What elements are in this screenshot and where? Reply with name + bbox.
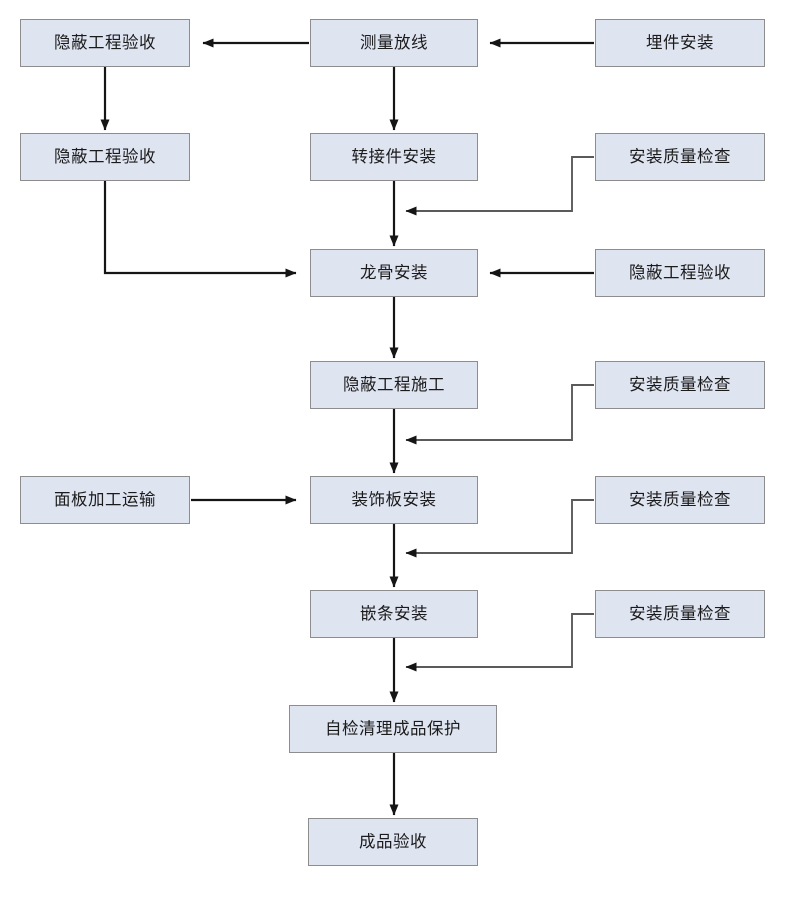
node-quality-check-2[interactable]: 安装质量检查 bbox=[595, 361, 765, 409]
node-quality-check-3[interactable]: 安装质量检查 bbox=[595, 476, 765, 524]
node-adapter-installation[interactable]: 转接件安装 bbox=[310, 133, 478, 181]
node-quality-check-4[interactable]: 安装质量检查 bbox=[595, 590, 765, 638]
node-label: 龙骨安装 bbox=[360, 262, 428, 282]
node-label: 成品验收 bbox=[359, 831, 427, 851]
node-trim-strip-installation[interactable]: 嵌条安装 bbox=[310, 590, 478, 638]
node-decorative-panel-install[interactable]: 装饰板安装 bbox=[310, 476, 478, 524]
node-label: 装饰板安装 bbox=[351, 489, 437, 509]
node-label: 自检清理成品保护 bbox=[325, 718, 461, 738]
node-quality-check-1[interactable]: 安装质量检查 bbox=[595, 133, 765, 181]
node-label: 隐蔽工程施工 bbox=[343, 374, 445, 394]
node-keel-installation[interactable]: 龙骨安装 bbox=[310, 249, 478, 297]
node-label: 隐蔽工程验收 bbox=[54, 32, 156, 52]
node-label: 隐蔽工程验收 bbox=[54, 146, 156, 166]
node-label: 安装质量检查 bbox=[629, 489, 731, 509]
node-label: 隐蔽工程验收 bbox=[629, 262, 731, 282]
node-label: 安装质量检查 bbox=[629, 374, 731, 394]
node-label: 测量放线 bbox=[360, 32, 428, 52]
node-concealed-work-construction[interactable]: 隐蔽工程施工 bbox=[310, 361, 478, 409]
node-concealed-work-acceptance-2[interactable]: 隐蔽工程验收 bbox=[20, 133, 190, 181]
node-final-product-acceptance[interactable]: 成品验收 bbox=[308, 818, 478, 866]
node-self-inspection-cleanup-protection[interactable]: 自检清理成品保护 bbox=[289, 705, 497, 753]
node-concealed-work-acceptance-1[interactable]: 隐蔽工程验收 bbox=[20, 19, 190, 67]
node-panel-fabrication-transport[interactable]: 面板加工运输 bbox=[20, 476, 190, 524]
node-survey-setting-out[interactable]: 测量放线 bbox=[310, 19, 478, 67]
node-label: 转接件安装 bbox=[351, 146, 437, 166]
node-label: 嵌条安装 bbox=[360, 603, 428, 623]
node-label: 埋件安装 bbox=[646, 32, 714, 52]
node-label: 安装质量检查 bbox=[629, 146, 731, 166]
node-concealed-work-acceptance-3[interactable]: 隐蔽工程验收 bbox=[595, 249, 765, 297]
node-label: 安装质量检查 bbox=[629, 603, 731, 623]
node-label: 面板加工运输 bbox=[54, 489, 156, 509]
node-embedded-part-installation[interactable]: 埋件安装 bbox=[595, 19, 765, 67]
edge-n4-to-n7 bbox=[103, 181, 297, 278]
